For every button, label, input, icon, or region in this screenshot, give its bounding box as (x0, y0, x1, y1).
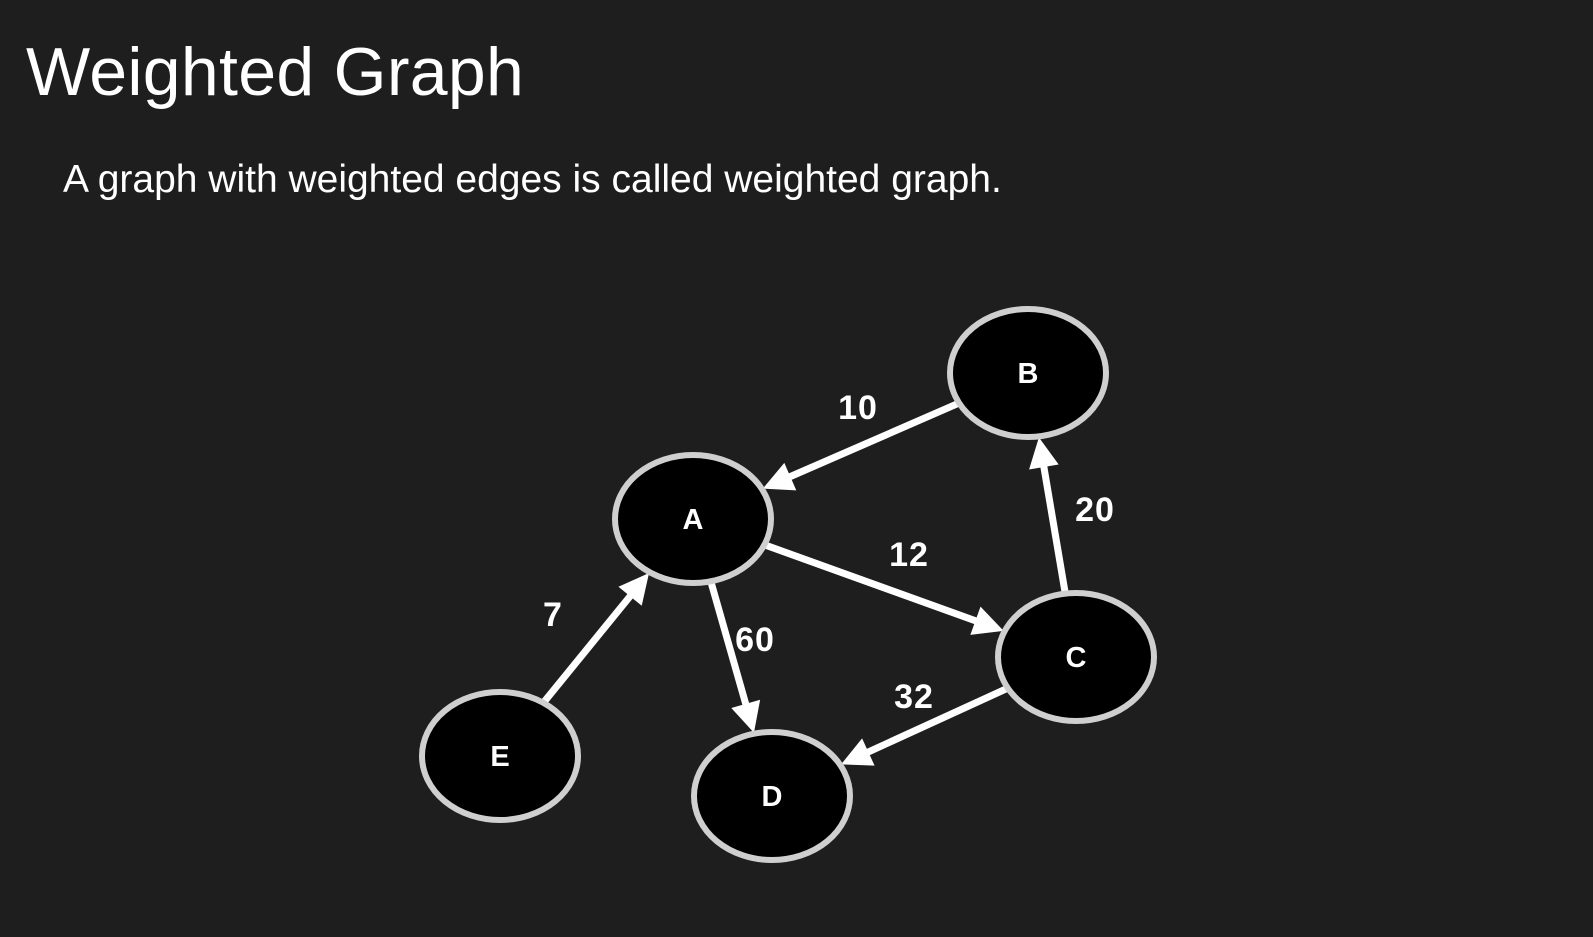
node-label: D (762, 781, 783, 813)
edge-weight-a-c: 12 (889, 536, 929, 574)
node-label: E (490, 741, 509, 773)
arrowhead-icon (1029, 437, 1059, 470)
node-shape (612, 452, 774, 586)
weights-layer: 10 12 20 7 60 32 (543, 389, 1115, 716)
arrowhead-icon (731, 699, 761, 733)
node-label: C (1066, 642, 1087, 674)
arrowhead-icon (841, 738, 875, 766)
edge-line (787, 400, 959, 481)
arrowhead-icon (618, 572, 650, 606)
edge-line (707, 582, 750, 707)
edge-a-to-d (707, 582, 761, 733)
slide-title: Weighted Graph (26, 34, 525, 110)
node-shape (947, 306, 1109, 440)
edge-c-to-b (1029, 437, 1069, 593)
node-e: E (419, 689, 581, 823)
edge-weight-e-a: 7 (543, 596, 563, 634)
edge-line (765, 542, 979, 625)
edge-a-to-c (765, 542, 1004, 635)
node-a: A (612, 452, 774, 586)
edge-c-to-d (841, 685, 1008, 766)
edge-b-to-a (762, 400, 959, 491)
node-shape (691, 729, 853, 863)
node-label: B (1018, 358, 1039, 390)
edge-weight-c-d: 32 (894, 678, 934, 716)
edges-layer (541, 400, 1069, 766)
node-c: C (995, 590, 1157, 724)
edge-line (541, 592, 635, 704)
edge-line (1040, 464, 1069, 593)
node-d: D (691, 729, 853, 863)
node-label: A (683, 504, 704, 536)
edge-weight-b-a: 10 (838, 389, 878, 427)
edge-line (865, 685, 1008, 756)
edge-weight-c-b: 20 (1075, 491, 1115, 529)
edge-e-to-a (541, 572, 650, 704)
node-shape (419, 689, 581, 823)
nodes-layer: A B C D E (419, 306, 1157, 863)
node-b: B (947, 306, 1109, 440)
arrowhead-icon (970, 606, 1004, 635)
edge-weight-a-d: 60 (735, 621, 775, 659)
slide-subtitle: A graph with weighted edges is called we… (63, 158, 1002, 201)
node-shape (995, 590, 1157, 724)
arrowhead-icon (762, 462, 797, 491)
